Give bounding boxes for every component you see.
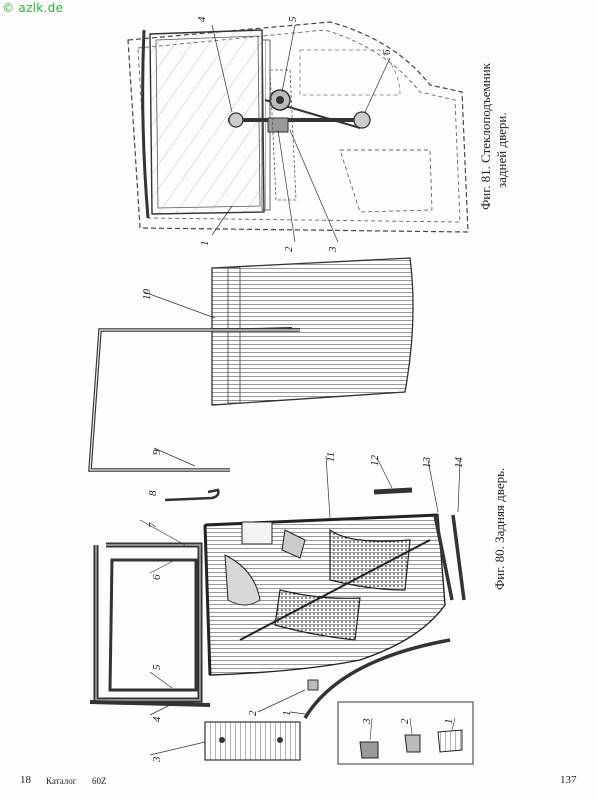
fig80-callout-1: 1 bbox=[281, 711, 293, 717]
fig80-upholstery-panel bbox=[211, 257, 414, 406]
fig81-callout-1: 1 bbox=[199, 241, 211, 247]
fig80-hinge: 3 bbox=[149, 721, 301, 763]
fig80-callout-2: 2 bbox=[247, 710, 259, 716]
fig80-callout-6: 6 bbox=[151, 574, 163, 580]
figure81-caption-line2: задней двери. bbox=[494, 112, 509, 188]
fig80-callout-13: 13 bbox=[421, 457, 433, 469]
fig80-seals: 10 9 bbox=[88, 289, 300, 472]
figure81-caption: Фиг. 81. Стеклоподъемник задней двери. bbox=[478, 63, 510, 210]
fig81-callout-6: 6 bbox=[381, 49, 393, 55]
fig80-callout-5: 5 bbox=[151, 664, 163, 670]
fig81-callout-5: 5 bbox=[287, 16, 299, 22]
fig80-strips: 12 13 14 bbox=[369, 455, 466, 601]
fig80-callout-3: 3 bbox=[151, 756, 163, 763]
fig80-callout-9: 9 bbox=[151, 449, 163, 455]
fig80-callout-8: 8 bbox=[147, 490, 159, 496]
fig80-inset: 3 2 1 bbox=[337, 701, 474, 765]
footer-right-page-number: 137 bbox=[560, 774, 577, 786]
fig80-part-8: 8 bbox=[147, 488, 220, 502]
inset-callout-2: 2 bbox=[399, 718, 411, 724]
fig80-callout-11: 11 bbox=[325, 452, 337, 462]
footer-left-page-number: 18 bbox=[20, 774, 31, 786]
fig80-callout-4: 4 bbox=[151, 716, 163, 722]
fig80-callout-12: 12 bbox=[369, 455, 381, 467]
fig81-callout-3: 3 bbox=[327, 246, 339, 253]
figure81-caption-line1: Фиг. 81. Стеклоподъемник bbox=[478, 63, 493, 210]
footer-catalog-number: 60Z bbox=[92, 776, 107, 786]
inset-callout-3: 3 bbox=[361, 718, 373, 725]
fig80-door-body: 11 bbox=[203, 452, 446, 676]
fig81-window-regulator: 4 5 6 1 2 3 bbox=[127, 16, 469, 253]
fig80-curved-seal: 2 1 bbox=[247, 638, 451, 719]
fig81-callout-4: 4 bbox=[196, 16, 208, 22]
fig80-callout-7: 7 bbox=[147, 522, 159, 528]
footer-catalog-label: Каталог bbox=[46, 776, 77, 786]
watermark: © azlk.de bbox=[2, 1, 64, 15]
fig80-callout-10: 10 bbox=[141, 289, 153, 301]
figure80-caption: Фиг. 80. Задняя дверь. bbox=[492, 467, 507, 590]
fig80-callout-14: 14 bbox=[453, 457, 465, 469]
fig81-callout-2: 2 bbox=[283, 246, 295, 252]
fig80-window-frames: 7 6 5 4 bbox=[89, 519, 211, 722]
inset-callout-1: 1 bbox=[443, 719, 455, 725]
